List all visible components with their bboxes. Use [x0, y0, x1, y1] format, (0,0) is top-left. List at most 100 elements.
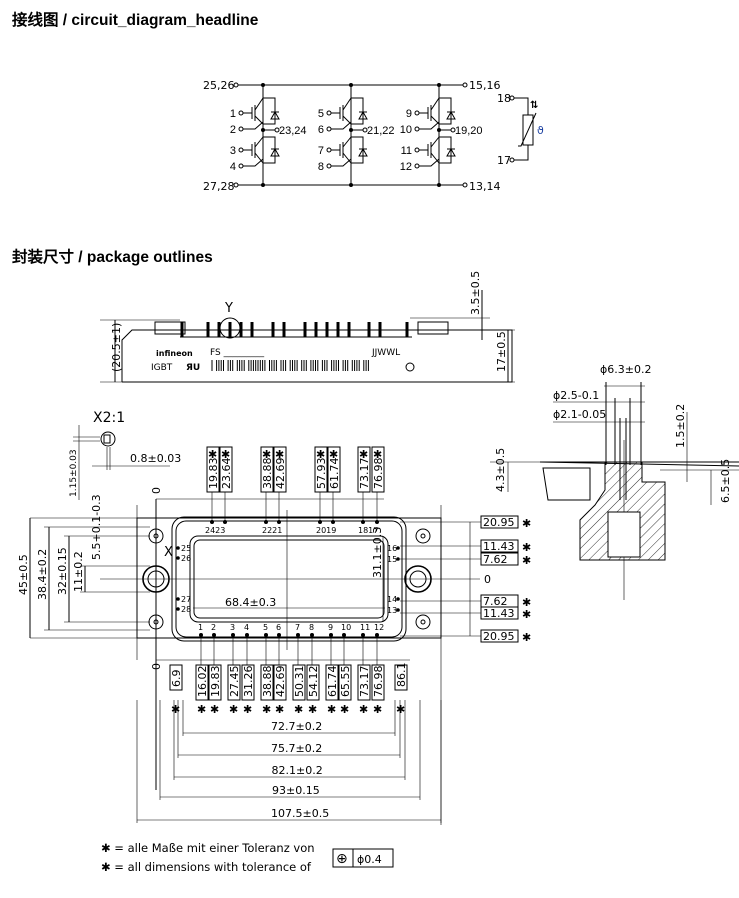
origin-bottom: 0 [150, 663, 163, 670]
bottom-dim-box [195, 664, 209, 701]
width-dimension-value: 82.1±0.2 [272, 764, 323, 777]
bottom-pin-label: 6 [276, 623, 281, 632]
bottom-dim-box-value: 38.88 [261, 666, 274, 698]
note-german: ✱ = alle Maße mit einer Toleranz von [101, 841, 315, 855]
bottom-dim-box [338, 664, 352, 701]
type-text: FS _________ [210, 348, 265, 358]
bottom-dim-box-value: 16.02 [196, 666, 209, 698]
infineon-logo: infineon [156, 349, 193, 358]
pin [239, 322, 243, 337]
bottom-pin-label: 8 [309, 623, 314, 632]
bottom-pin-label: 11 [360, 623, 370, 632]
pin [325, 322, 329, 337]
asterisk-icon: ✱ [522, 631, 531, 644]
top-dim-box-value: 42.69 [274, 458, 287, 490]
dim-6-5: 6.5±0.5 [719, 459, 732, 503]
circuit-diagram: 25,26 27,28 15,16 13,14 18 17 ϑ ⇅ 123423… [203, 79, 544, 193]
left-pin-label: 26 [181, 554, 191, 563]
asterisk-icon: ✱ [197, 703, 206, 716]
top-dim-box [260, 446, 274, 493]
gate-pin-label: 10 [400, 124, 412, 136]
top-dim-box-value: 73.17 [358, 458, 371, 490]
pin [405, 322, 409, 337]
top-dim-box [371, 446, 385, 493]
bottom-dim-box-value: 19.83 [209, 666, 222, 698]
right-pin-label: 13 [387, 606, 397, 615]
gate-pin-label: 4 [230, 161, 236, 173]
bottom-dim-box-value: 42.69 [274, 666, 287, 698]
pin-width-dim: 0.8±0.03 [130, 452, 181, 465]
gate-pin-label: 11 [401, 145, 412, 157]
pin [347, 322, 351, 337]
bottom-dim-box-value: 50.31 [293, 666, 306, 698]
bottom-dim-box-value: 65.55 [339, 666, 352, 698]
right-dim-value: 7.62 [483, 595, 508, 608]
ntc-pin-18: 18 [497, 92, 511, 105]
asterisk-icon: ✱ [275, 448, 284, 461]
right-pin-label: 14 [387, 595, 397, 604]
dim-38-4: 38.4±0.2 [36, 549, 49, 600]
dim-1-5: 1.5±0.2 [674, 404, 687, 448]
bottom-dim-box [227, 664, 241, 701]
top-dim-box-value: 61.74 [328, 458, 341, 490]
right-dim-origin: 0 [484, 573, 491, 586]
bottom-pin-label: 2 [211, 623, 216, 632]
bottom-pin-label: 12 [374, 623, 384, 632]
notes: ✱ = alle Maße mit einer Toleranz von ✱ =… [101, 841, 394, 874]
asterisk-icon: ✱ [522, 554, 531, 567]
dim-pin-height: 3.5±0.5 [469, 271, 482, 315]
bottom-pin-label: 1 [198, 623, 203, 632]
asterisk-icon: ✱ [208, 448, 217, 461]
bottom-pin-label: 9 [328, 623, 333, 632]
top-pin-label: 2019 [316, 526, 336, 535]
right-dim-value: 11.43 [483, 607, 515, 620]
right-dim-value: 20.95 [483, 516, 515, 529]
detail-x-marker: X [164, 545, 173, 560]
gate-pin-label: 1 [230, 108, 236, 120]
phase-leg: 1 2 3 4 23,24 [230, 83, 307, 187]
bottom-dim-box-value: 73.17 [358, 666, 371, 698]
date-code: JJWWL [371, 348, 400, 358]
pin [378, 322, 382, 337]
pin [180, 322, 184, 337]
pin [367, 322, 371, 337]
asterisk-icon: ✱ [340, 703, 349, 716]
bottom-dim-box [260, 664, 274, 701]
width-dimension-value: 75.7±0.2 [271, 742, 322, 755]
gate-pin-label: 2 [230, 124, 236, 136]
pin [336, 322, 340, 337]
asterisk-icon: ✱ [522, 517, 531, 530]
pin [314, 322, 318, 337]
pin [206, 322, 210, 337]
bottom-dim-box [306, 664, 320, 701]
pin [271, 322, 275, 337]
dim-5-5: 5.5+0.1-0.3 [90, 494, 103, 560]
top-view: 45±0.5 38.4±0.2 32±0.15 11±0.2 5.5+0.1-0… [17, 446, 531, 825]
asterisk-icon: ✱ [316, 448, 325, 461]
bottom-pin-label: 4 [244, 623, 249, 632]
side-view: Y infineon FS _________ JJWWL IGBT ЯU (2… [100, 271, 515, 383]
top-dim-box [314, 446, 328, 493]
gate-pin-label: 7 [318, 145, 324, 157]
dim-32: 32±0.15 [56, 547, 69, 595]
bottom-dim-box-value: 6.9 [170, 670, 183, 688]
phase-output-label: 23,24 [279, 125, 307, 137]
asterisk-icon: ✱ [522, 596, 531, 609]
circuit-diagram-title: 接线图 / circuit_diagram_headline [12, 12, 259, 29]
bottom-dim-box-value: 76.98 [372, 666, 385, 698]
asterisk-icon: ✱ [373, 703, 382, 716]
pin-depth-dim: 1.15±0.03 [69, 449, 79, 497]
top-dim-box-value: 38.88 [261, 458, 274, 490]
gate-pin-label: 3 [230, 145, 236, 157]
top-dim-box [273, 446, 287, 493]
top-pin-label: 1817 [358, 526, 378, 535]
bottom-dim-box [208, 664, 222, 701]
bottom-dim-box [357, 664, 371, 701]
igbt-text: IGBT [151, 363, 173, 373]
top-pin-label: 2221 [262, 526, 282, 535]
pin [217, 322, 221, 337]
top-dim-box-value: 19.83 [207, 458, 220, 490]
asterisk-icon: ✱ [522, 608, 531, 621]
left-pin-label: 27 [181, 595, 191, 604]
